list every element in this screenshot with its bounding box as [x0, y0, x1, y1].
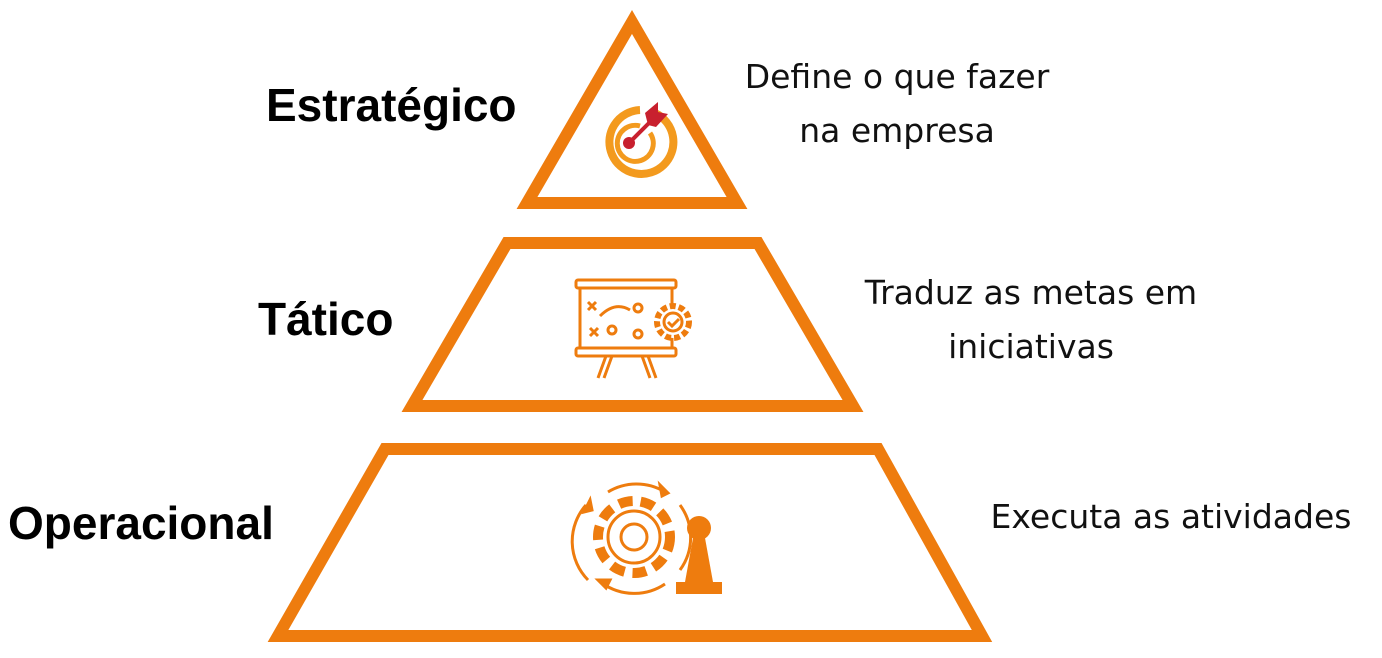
gear-cycle-pawn-icon	[570, 480, 722, 595]
level-description-strategic: Define o que fazer na empresa	[712, 50, 1082, 158]
description-line: Define o que fazer	[744, 57, 1050, 96]
level-label-tactical: Tático	[258, 293, 394, 345]
pyramid-middle-trapezoid	[401, 237, 864, 412]
description-line: Traduz as metas em	[864, 273, 1198, 312]
description-line: iniciativas	[948, 327, 1114, 366]
description-line: Executa as atividades	[990, 497, 1352, 536]
description-line: na empresa	[799, 111, 995, 150]
target-dart-icon	[605, 102, 678, 178]
level-description-tactical: Traduz as metas em iniciativas	[836, 266, 1226, 374]
level-label-operational: Operacional	[8, 497, 274, 549]
level-label-strategic: Estratégico	[266, 79, 517, 131]
strategy-board-gear-icon	[574, 278, 692, 379]
level-description-operational: Executa as atividades	[966, 490, 1376, 544]
pyramid-top-triangle	[516, 10, 748, 209]
pyramid-bottom-trapezoid	[267, 443, 993, 642]
